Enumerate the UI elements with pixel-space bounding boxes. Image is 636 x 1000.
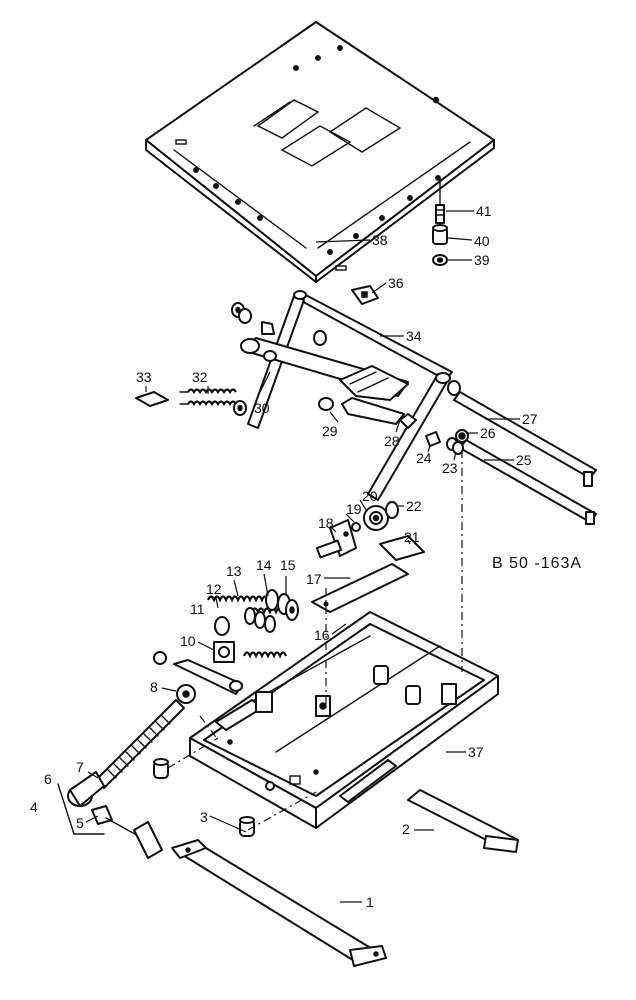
part-24-pin bbox=[425, 431, 441, 447]
callout-28: 28 bbox=[384, 433, 400, 449]
part-20-roller bbox=[363, 505, 389, 531]
callout-18: 18 bbox=[318, 515, 334, 531]
callout-26: 26 bbox=[480, 425, 496, 441]
callout-12: 12 bbox=[206, 581, 222, 597]
callout-39: 39 bbox=[474, 252, 490, 268]
callout-labels: 41 40 39 38 36 34 33 32 30 29 28 27 26 2… bbox=[30, 203, 538, 910]
part-33-plate bbox=[135, 391, 169, 407]
callout-16: 16 bbox=[314, 627, 330, 643]
part-41-stud bbox=[435, 181, 445, 224]
part-22-washer bbox=[385, 501, 399, 519]
callout-40: 40 bbox=[474, 233, 490, 249]
part-37-base-frame bbox=[189, 611, 499, 829]
callout-24: 24 bbox=[416, 450, 432, 466]
callout-29: 29 bbox=[322, 423, 338, 439]
callout-21: 21 bbox=[404, 529, 420, 545]
alignment-lines bbox=[167, 450, 463, 831]
part-5-handle-assembly bbox=[91, 805, 163, 859]
callout-19: 19 bbox=[346, 501, 362, 517]
part-17-strap bbox=[311, 563, 409, 613]
callout-36: 36 bbox=[388, 275, 404, 291]
part-36-clip bbox=[351, 285, 379, 305]
part-21-plate bbox=[379, 535, 425, 561]
part-8-nut bbox=[176, 684, 196, 704]
callout-4: 4 bbox=[30, 799, 38, 815]
drawing-reference: B 50 -163A bbox=[492, 555, 582, 572]
part-7-threaded-shaft bbox=[95, 699, 185, 789]
part-38-seat-plate bbox=[145, 21, 495, 283]
callout-8: 8 bbox=[150, 679, 158, 695]
callout-15: 15 bbox=[280, 557, 296, 573]
part-4-bracket-lines bbox=[57, 783, 105, 835]
callout-2: 2 bbox=[402, 821, 410, 837]
callout-1: 1 bbox=[366, 894, 374, 910]
callout-41: 41 bbox=[476, 203, 492, 219]
callout-27: 27 bbox=[522, 411, 538, 427]
part-10-block bbox=[213, 641, 235, 663]
callout-38: 38 bbox=[372, 232, 388, 248]
part-19-nut bbox=[351, 522, 361, 532]
callout-30: 30 bbox=[254, 400, 270, 416]
callout-37: 37 bbox=[468, 744, 484, 760]
callout-14: 14 bbox=[256, 557, 272, 573]
part-26-washer bbox=[455, 429, 469, 443]
part-2-rail bbox=[407, 789, 519, 853]
part-15-washers bbox=[265, 589, 299, 621]
callout-3: 3 bbox=[200, 809, 208, 825]
callout-25: 25 bbox=[516, 452, 532, 468]
callout-7: 7 bbox=[76, 759, 84, 775]
part-16-lever bbox=[153, 651, 243, 695]
part-23-washers bbox=[446, 437, 464, 455]
part-34-scissor-frame bbox=[240, 290, 453, 501]
part-39-washer bbox=[432, 254, 448, 266]
callout-22: 22 bbox=[406, 498, 422, 514]
part-12-washers bbox=[244, 607, 276, 633]
part-1-slide-rail bbox=[171, 839, 387, 967]
callout-33: 33 bbox=[136, 369, 152, 385]
part-6-handle bbox=[67, 771, 105, 807]
callout-13: 13 bbox=[226, 563, 242, 579]
callout-23: 23 bbox=[442, 460, 458, 476]
callout-5: 5 bbox=[76, 815, 84, 831]
callout-34: 34 bbox=[406, 328, 422, 344]
leader-lines bbox=[85, 210, 520, 903]
part-32-springs bbox=[179, 388, 237, 407]
callout-11: 11 bbox=[190, 601, 205, 617]
callout-6: 6 bbox=[44, 771, 52, 787]
part-11-cap bbox=[214, 616, 230, 636]
part-40-bushing bbox=[432, 224, 448, 245]
part-frame-bushings bbox=[231, 302, 461, 416]
part-27-rod bbox=[453, 391, 597, 487]
part-18-bracket bbox=[315, 519, 357, 559]
part-3-bumpers bbox=[153, 758, 255, 837]
callout-32: 32 bbox=[192, 369, 208, 385]
callout-20: 20 bbox=[362, 488, 378, 504]
callout-10: 10 bbox=[180, 633, 196, 649]
callout-17: 17 bbox=[306, 571, 322, 587]
